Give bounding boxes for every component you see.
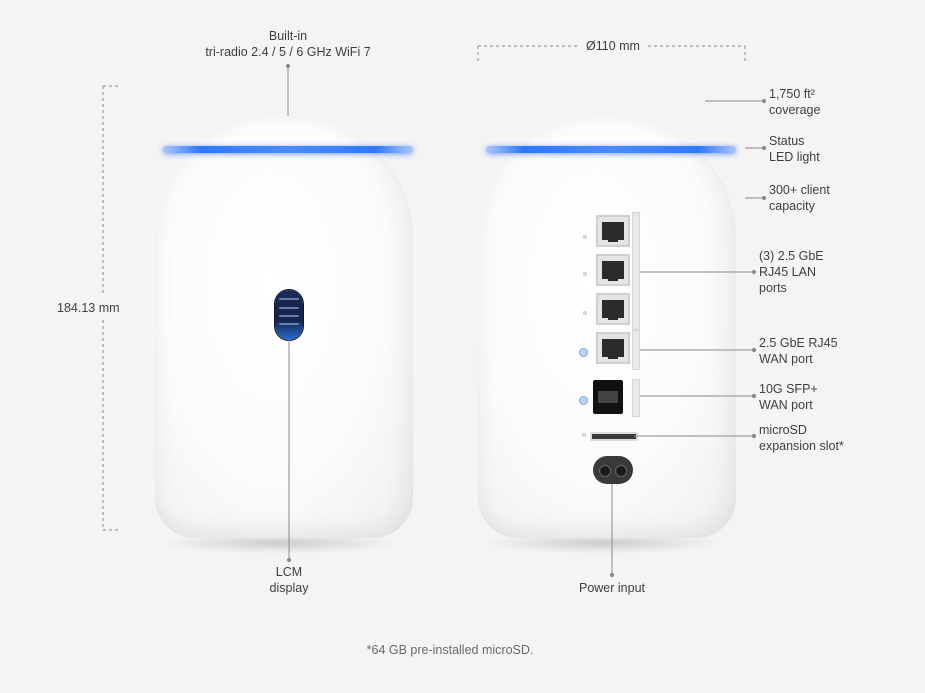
coverage-label: 1,750 ft² coverage [769, 86, 820, 118]
lcm-label: LCM display [249, 564, 329, 596]
power-input-socket [593, 456, 633, 484]
diameter-label: Ø110 mm [586, 39, 640, 53]
lan-ports-label-line1: (3) 2.5 GbE [759, 249, 824, 263]
power-input-label: Power input [578, 581, 645, 595]
wifi-label: Built-in tri-radio 2.4 / 5 / 6 GHz WiFi … [188, 28, 388, 60]
port-indicator [583, 272, 587, 276]
lan-port-1 [596, 215, 630, 247]
wan-rj45-label-line1: 2.5 GbE RJ45 [759, 336, 838, 350]
port-indicator [583, 235, 587, 239]
wan-sfp-label-line2: WAN port [759, 398, 813, 412]
rear-status-led [486, 146, 736, 153]
height-label: 184.13 mm [57, 301, 120, 315]
front-status-led [163, 146, 413, 153]
wan-sfp-label: 10G SFP+ WAN port [759, 381, 818, 413]
lan-port-3 [596, 293, 630, 325]
client-capacity-label: 300+ client capacity [769, 182, 830, 214]
wan-port-strip [632, 330, 640, 370]
footnote: *64 GB pre-installed microSD. [366, 643, 534, 657]
wifi-label-line2: tri-radio 2.4 / 5 / 6 GHz WiFi 7 [205, 45, 371, 59]
sfp-port-led [579, 396, 588, 405]
microsd-label: microSD expansion slot* [759, 422, 844, 454]
lan-ports-label-line2: RJ45 LAN [759, 265, 816, 279]
lan-port-strip [632, 212, 640, 330]
status-led-label-line1: Status [769, 134, 805, 148]
lcm-label-line1: LCM [275, 565, 303, 579]
coverage-label-line2: coverage [769, 103, 821, 117]
status-led-label: Status LED light [769, 133, 820, 165]
microsd-label-line1: microSD [759, 423, 807, 437]
wan-rj45-label: 2.5 GbE RJ45 WAN port [759, 335, 838, 367]
wan-rj45-port [596, 332, 630, 364]
client-capacity-label-line1: 300+ client [769, 183, 830, 197]
sfp-port-strip [632, 379, 640, 417]
lan-ports-label: (3) 2.5 GbE RJ45 LAN ports [759, 248, 824, 296]
wifi-label-line1: Built-in [268, 29, 308, 43]
wan-rj45-label-line2: WAN port [759, 352, 813, 366]
lan-ports-label-line3: ports [759, 281, 787, 295]
microsd-indicator [582, 433, 586, 437]
lan-port-2 [596, 254, 630, 286]
wan-port-led [579, 348, 588, 357]
lcm-display [275, 290, 303, 340]
client-capacity-label-line2: capacity [769, 199, 815, 213]
microsd-label-line2: expansion slot* [759, 439, 844, 453]
lcm-label-line2: display [269, 581, 309, 595]
sfp-port [593, 380, 623, 414]
coverage-label-line1: 1,750 ft² [769, 87, 815, 101]
wan-sfp-label-line1: 10G SFP+ [759, 382, 818, 396]
port-indicator [583, 311, 587, 315]
status-led-label-line2: LED light [769, 150, 820, 164]
